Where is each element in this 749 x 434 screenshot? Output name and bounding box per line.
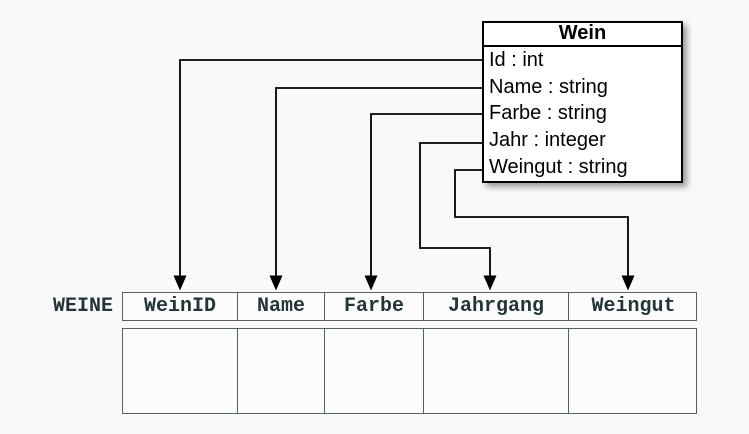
- connector-jahr-to-jahrgang: [419, 142, 491, 276]
- arrowhead-name-icon: [269, 275, 283, 291]
- uml-attribute-name: Name : string: [489, 75, 608, 98]
- arrowhead-weinid-icon: [173, 275, 187, 291]
- column-header-weinid: WeinID: [123, 293, 238, 320]
- arrowhead-jahrgang-icon: [483, 275, 497, 291]
- table-cell-name-empty: [238, 329, 325, 413]
- table-cell-farbe-empty: [325, 329, 424, 413]
- column-header-weingut: Weingut: [591, 295, 676, 318]
- uml-class-title: Wein: [484, 23, 681, 47]
- connector-id-to-weinid: [179, 59, 482, 276]
- table-cell-weingut-empty: [569, 329, 698, 413]
- connector-farbe-to-farbe: [370, 113, 482, 276]
- table-cell-jahrgang-empty: [424, 329, 569, 413]
- uml-attribute-jahr: Jahr : integer: [489, 129, 606, 152]
- connector-name-to-name: [275, 87, 482, 276]
- connector-weingut-to-weingut: [454, 169, 629, 276]
- column-header-name: Name: [238, 293, 325, 320]
- table-header-row: WeinID Name Farbe Jahrgang Weingut: [122, 292, 697, 321]
- column-header-jahrgang: Jahrgang: [424, 293, 569, 320]
- arrowhead-weingut-icon: [621, 275, 635, 291]
- uml-attribute-list: Id : int Name : string Farbe : string Ja…: [484, 47, 681, 181]
- table-cell-weinid-empty: [123, 329, 238, 413]
- uml-class-wein: Wein Id : int Name : string Farbe : stri…: [482, 21, 683, 183]
- arrowhead-farbe-icon: [364, 275, 378, 291]
- table-name-label: WEINE: [52, 295, 113, 318]
- uml-attribute-weingut: Weingut : string: [489, 156, 628, 179]
- table-body-row: [122, 328, 697, 414]
- uml-attribute-id: Id : int: [489, 48, 544, 71]
- column-header-farbe: Farbe: [325, 293, 424, 320]
- uml-attribute-farbe: Farbe : string: [489, 102, 607, 125]
